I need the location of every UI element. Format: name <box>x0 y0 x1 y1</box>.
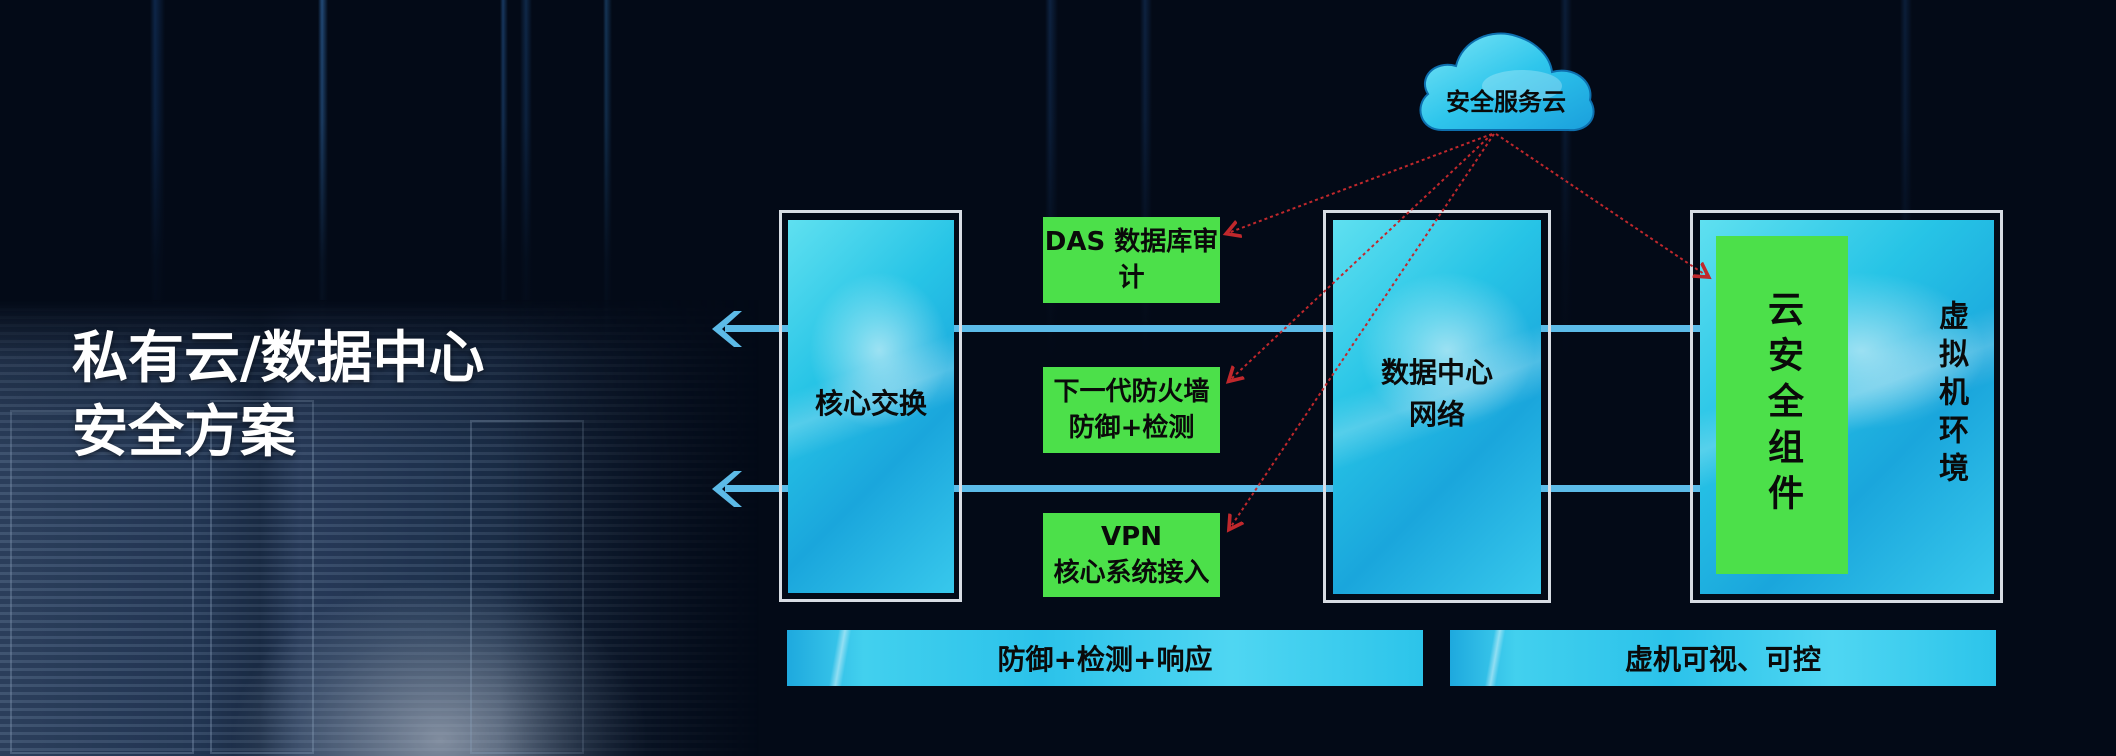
dc-network-label-line-1: 数据中心 <box>1380 356 1493 389</box>
link-line-upper <box>725 325 1700 332</box>
vm-env-frame <box>1690 210 2003 603</box>
core-switch-node[interactable]: 核心交换 <box>788 220 954 593</box>
vm-env-label: 虚拟机环境 <box>1933 300 1968 490</box>
link-line-lower <box>725 485 1700 492</box>
dc-network-label-line-2: 网络 <box>1408 398 1465 431</box>
server-rack <box>470 420 584 754</box>
cloud-label: 安全服务云 <box>1446 88 1566 116</box>
cloud-security-label: 云安全组件 <box>1762 290 1803 520</box>
vpn-device[interactable]: VPN 核心系统接入 <box>1043 513 1220 597</box>
core-switch-frame <box>779 210 962 602</box>
cloud-icon <box>1419 32 1595 132</box>
das-audit-label: DAS 数据库审计 <box>1044 227 1219 293</box>
arrow-left-icon <box>712 311 742 347</box>
cloud-security-component[interactable]: 云安全组件 <box>1716 236 1848 574</box>
title-line-1: 私有云/数据中心 <box>72 326 485 391</box>
bottom-bar-defense-label: 防御+检测+响应 <box>997 643 1213 676</box>
vpn-label: VPN <box>1101 522 1162 552</box>
firewall-device[interactable]: 下一代防火墙 防御+检测 <box>1043 367 1220 453</box>
core-switch-label: 核心交换 <box>814 387 927 420</box>
firewall-label: 下一代防火墙 <box>1053 377 1210 407</box>
page-title: 私有云/数据中心 安全方案 <box>72 322 484 470</box>
vpn-sublabel: 核心系统接入 <box>1053 558 1210 588</box>
security-service-cloud[interactable]: 安全服务云 <box>1412 26 1600 138</box>
server-racks-image <box>0 300 760 756</box>
bottom-bar-vm-visibility-label: 虚机可视、可控 <box>1624 643 1821 676</box>
bottom-bar-defense: 防御+检测+响应 <box>787 630 1423 686</box>
title-line-2: 安全方案 <box>72 400 296 465</box>
firewall-sublabel: 防御+检测 <box>1068 413 1195 443</box>
das-audit-device[interactable]: DAS 数据库审计 <box>1043 217 1220 303</box>
arrow-left-icon <box>712 471 742 507</box>
dc-network-label: 数据中心 网络 <box>1333 352 1541 436</box>
dc-network-node[interactable]: 数据中心 网络 <box>1333 220 1541 594</box>
bottom-bar-vm-visibility: 虚机可视、可控 <box>1450 630 1996 686</box>
